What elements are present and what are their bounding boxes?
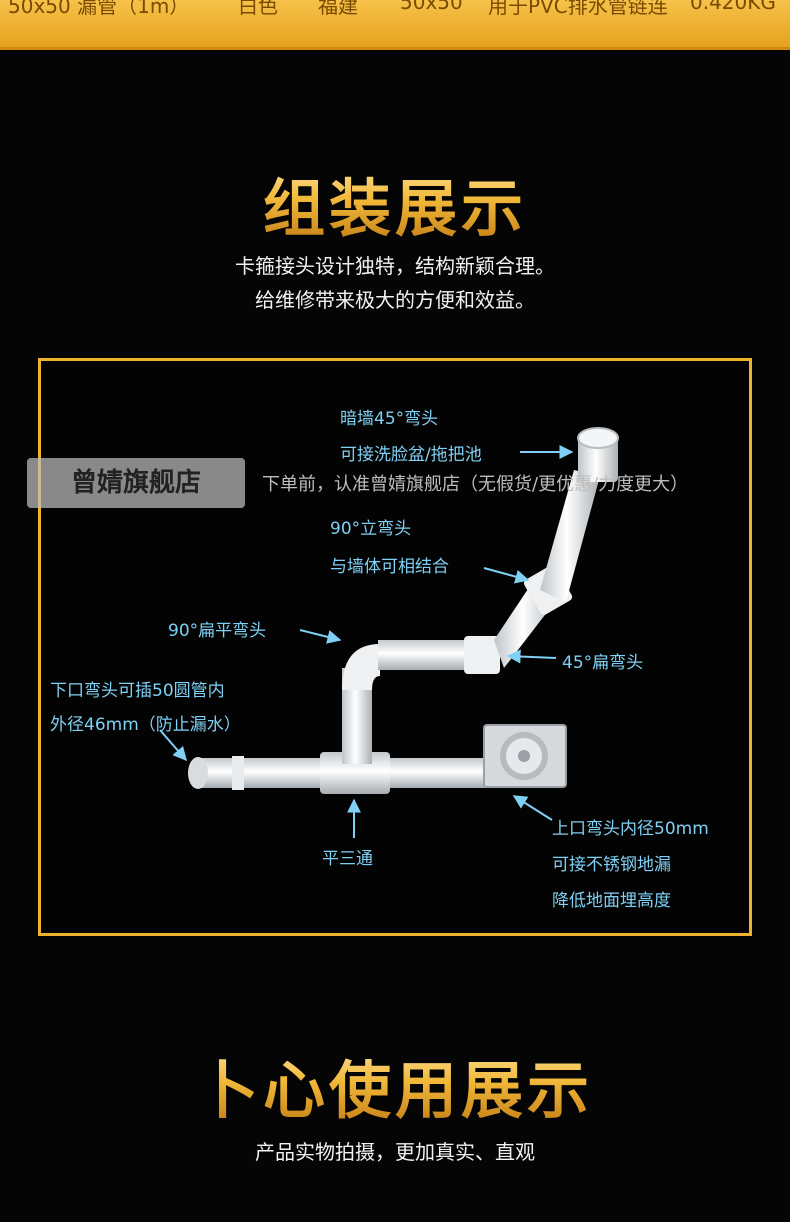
- spec-item: 福建: [318, 0, 358, 18]
- usage-subtitle: 产品实物拍摄，更加真实、直观: [255, 1140, 535, 1164]
- spec-item: 用于PVC排水管链连: [488, 0, 668, 18]
- label-top-elbow-sub1: 可接不锈钢地漏: [552, 855, 671, 875]
- connector-horizontal-pipe: [378, 640, 468, 670]
- flat-elbow-90: [342, 644, 380, 690]
- label-hidden-wall-45-sub: 可接洗脸盆/拖把池: [340, 445, 482, 465]
- label-flat-elbow-45: 45°扁弯头: [562, 653, 644, 673]
- store-watermark-badge: 曾婧旗舰店: [27, 458, 245, 508]
- section-subtitle-line2: 给维修带来极大的方便和效益。: [255, 288, 535, 312]
- label-vertical-elbow-90: 90°立弯头: [330, 519, 412, 539]
- store-watermark-notice: 下单前，认准曾婧旗舰店（无假货/更优惠/力度更大）: [262, 474, 689, 495]
- label-flat-elbow-90: 90°扁平弯头: [168, 621, 267, 641]
- label-top-elbow: 上口弯头内径50mm: [552, 819, 709, 839]
- label-flat-tee: 平三通: [322, 849, 373, 869]
- section-title-usage: 卜心使用展示: [0, 1040, 790, 1130]
- pipe-coupler: [232, 756, 244, 790]
- label-hidden-wall-45: 暗墙45°弯头: [340, 409, 439, 429]
- label-vertical-elbow-90-sub: 与墙体可相结合: [330, 557, 449, 577]
- spec-item: 0.420KG: [690, 0, 776, 14]
- section-title-assembly: 组装展示: [0, 158, 790, 248]
- label-bottom-elbow: 下口弯头可插50圆管内: [50, 681, 225, 701]
- flat-tee-fitting: [320, 752, 390, 794]
- top-spec-strip: 50x50 漏管（1m） 白色 福建 50x50 用于PVC排水管链连 0.42…: [0, 0, 790, 50]
- spec-item: 50x50 漏管（1m）: [8, 0, 190, 18]
- spec-item: 50x50: [400, 0, 463, 14]
- bottom-elbow-end: [188, 757, 208, 789]
- upper-sloped-pipe: [540, 470, 600, 602]
- spec-item: 白色: [238, 0, 278, 18]
- section-subtitle-line1: 卡箍接头设计独特，结构新颖合理。: [235, 254, 555, 278]
- label-bottom-elbow-sub: 外径46mm（防止漏水）: [50, 715, 241, 735]
- label-top-elbow-sub2: 降低地面埋高度: [552, 891, 671, 911]
- flat-elbow-45: [464, 636, 500, 674]
